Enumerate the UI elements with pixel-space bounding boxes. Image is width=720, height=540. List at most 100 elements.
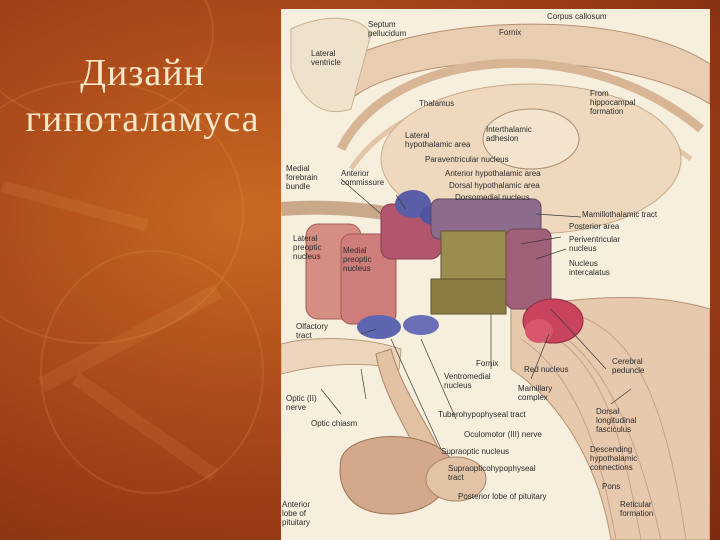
label-mamillary-line2: complex	[518, 393, 548, 402]
label-anterior-pituitary-line3: pituitary	[282, 518, 311, 527]
label-anterior-hypothalamic-area: Anterior hypothalamic area	[445, 169, 541, 178]
label-medial-preoptic-line1: Medial	[343, 246, 367, 255]
label-medial-preoptic-nucleus: Medial preoptic nucleus	[343, 246, 371, 273]
label-medial-forebrain-line2: forebrain	[286, 173, 318, 182]
label-lateral-hypothalamic-area: Lateral hypothalamic area	[405, 131, 470, 149]
label-fornix-top: Fornix	[499, 28, 522, 37]
label-medial-forebrain-bundle: Medial forebrain bundle	[286, 164, 318, 191]
supraoptic-nucleus	[357, 315, 401, 339]
label-reticular-line1: Reticular	[620, 500, 652, 509]
slide-title: Дизайн гипоталамуса	[10, 50, 275, 142]
ventricle-shape	[290, 17, 372, 113]
label-dorsal-longitudinal-line3: fasciculus	[596, 425, 632, 434]
label-anterior-pituitary-line2: lobe of	[282, 509, 307, 518]
label-lateral-preoptic-line3: nucleus	[293, 252, 321, 261]
label-interthalamic-line1: Interthalamic	[486, 125, 532, 134]
label-supraopticohypophyseal-line1: Supraopticohypophyseal	[448, 464, 536, 473]
label-dorsal-longitudinal-fasciculus: Dorsal longitudinal fasciculus	[596, 407, 636, 434]
label-cerebral-peduncle: Cerebral peduncle	[612, 357, 644, 375]
dorsomedial-nucleus	[440, 230, 507, 282]
label-mamillothalamic-tract: Mamillothalamic tract	[582, 210, 658, 219]
label-dorsal-hypothalamic-area: Dorsal hypothalamic area	[449, 181, 540, 190]
label-ventromedial-line2: nucleus	[444, 381, 472, 390]
label-posterior-area: Posterior area	[569, 222, 620, 231]
label-periventricular-line2: nucleus	[569, 244, 597, 253]
label-supraoptic-nucleus: Supraoptic nucleus	[441, 447, 510, 456]
label-oculomotor-nerve: Oculomotor (III) nerve	[464, 430, 542, 439]
label-cerebral-peduncle-line2: peduncle	[612, 366, 645, 375]
label-lateral-preoptic-line1: Lateral	[293, 234, 318, 243]
label-anterior-commissure-line2: commissure	[341, 178, 385, 187]
label-dorsomedial-nucleus: Dorsomedial nucleus	[455, 193, 530, 202]
decorative-swirl	[40, 250, 264, 494]
label-reticular-formation: Reticular formation	[620, 500, 653, 518]
label-descending-hypothalamic-connections: Descending hypothalamic connections	[590, 445, 637, 472]
label-lateral-hypothalamic-line1: Lateral	[405, 131, 430, 140]
label-medial-forebrain-line3: bundle	[286, 182, 311, 191]
label-from-hippocampal-line2: hippocampal	[590, 98, 636, 107]
label-posterior-lobe-of-pituitary: Posterior lobe of pituitary	[458, 492, 547, 501]
label-descending-line3: connections	[590, 463, 633, 472]
label-septum-pellucidum-line2: pellucidum	[368, 29, 407, 38]
label-pons: Pons	[602, 482, 621, 491]
interthalamic-adhesion-shape	[482, 108, 580, 170]
label-lateral-preoptic-nucleus: Lateral preoptic nucleus	[293, 234, 321, 261]
label-optic-nerve: Optic (II) nerve	[286, 394, 317, 412]
label-from-hippocampal-line1: From	[590, 89, 609, 98]
label-medial-preoptic-line3: nucleus	[343, 264, 371, 273]
label-anterior-pituitary-line1: Anterior	[282, 500, 311, 509]
label-mamillary-line1: Mamillary	[518, 384, 553, 393]
label-septum-pellucidum-line1: Septum	[368, 20, 396, 29]
label-intercalatus-line2: intercalatus	[569, 268, 610, 277]
label-nucleus-intercalatus: Nucleus intercalatus	[569, 259, 610, 277]
label-descending-line1: Descending	[590, 445, 633, 454]
label-anterior-lobe-of-pituitary: Anterior lobe of pituitary	[282, 500, 310, 527]
label-red-nucleus: Red nucleus	[524, 365, 569, 374]
label-periventricular-nucleus: Periventricular nucleus	[569, 235, 620, 253]
label-optic-nerve-line2: nerve	[286, 403, 307, 412]
label-from-hippocampal: From hippocampal formation	[590, 89, 635, 116]
slide-title-line-2: гипоталамуса	[25, 98, 260, 140]
label-supraopticohypophyseal-line2: tract	[448, 473, 464, 482]
label-medial-preoptic-line2: preoptic	[343, 255, 372, 264]
label-ventromedial-line1: Ventromedial	[444, 372, 491, 381]
label-thalamus: Thalamus	[419, 99, 455, 108]
label-dorsal-longitudinal-line2: longitudinal	[596, 416, 637, 425]
label-anterior-commissure-line1: Anterior	[341, 169, 370, 178]
leader-lines	[320, 178, 632, 450]
label-olfactory-line2: tract	[296, 331, 312, 340]
label-ventromedial-nucleus: Ventromedial nucleus	[444, 372, 491, 390]
slide-title-line-1: Дизайн	[80, 52, 205, 94]
label-lateral-ventricle: Lateral ventricle	[311, 49, 341, 67]
hypothalamus-illustration: Corpus callosum Septum pellucidum Fornix…	[281, 9, 710, 540]
brainstem-shape	[510, 296, 710, 540]
label-supraopticohypophyseal-tract: Supraopticohypophyseal tract	[448, 464, 536, 482]
ventromedial-nucleus	[430, 278, 507, 315]
label-reticular-line2: formation	[620, 509, 654, 518]
label-lateral-ventricle-line2: ventricle	[311, 58, 341, 67]
label-lateral-hypothalamic-line2: hypothalamic area	[405, 140, 471, 149]
label-dorsal-longitudinal-line1: Dorsal	[596, 407, 620, 416]
corpus-callosum-shape	[310, 23, 710, 105]
label-mamillary-complex: Mamillary complex	[518, 384, 552, 402]
label-olfactory-tract: Olfactory tract	[296, 322, 328, 340]
label-corpus-callosum: Corpus callosum	[547, 12, 607, 21]
posterior-area	[505, 228, 552, 310]
hypothalamus-drawing	[281, 17, 710, 540]
label-interthalamic-adhesion: Interthalamic adhesion	[486, 125, 532, 143]
label-periventricular-line1: Periventricular	[569, 235, 621, 244]
label-optic-nerve-line1: Optic (II)	[286, 394, 317, 403]
label-lateral-ventricle-line1: Lateral	[311, 49, 336, 58]
label-paraventricular-nucleus: Paraventricular nucleus	[425, 155, 509, 164]
label-cerebral-peduncle-line1: Cerebral	[612, 357, 643, 366]
label-medial-forebrain-line1: Medial	[286, 164, 310, 173]
label-intercalatus-line1: Nucleus	[569, 259, 598, 268]
label-septum-pellucidum: Septum pellucidum	[368, 20, 406, 38]
label-descending-line2: hypothalamic	[590, 454, 638, 463]
label-lateral-preoptic-line2: preoptic	[293, 243, 322, 252]
posterior-pituitary	[425, 456, 487, 502]
label-interthalamic-line2: adhesion	[486, 134, 519, 143]
label-olfactory-line1: Olfactory	[296, 322, 329, 331]
red-nucleus	[525, 319, 553, 343]
